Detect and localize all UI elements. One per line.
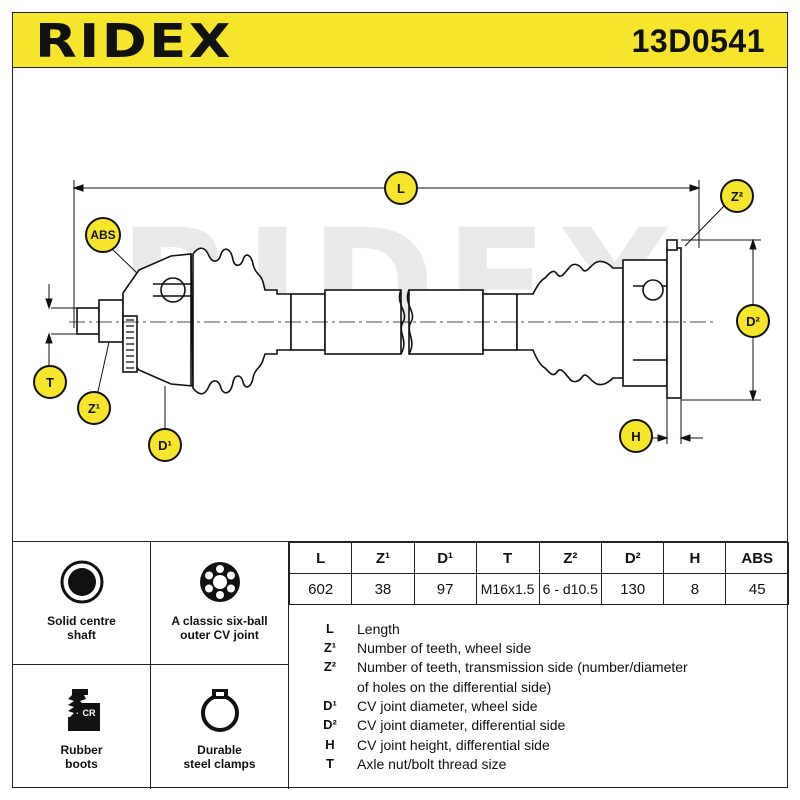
spec-header: D² <box>601 542 665 574</box>
legend: L Length Z¹ Number of teeth, wheel side … <box>289 608 789 789</box>
badge-l-text: L <box>397 180 405 196</box>
dimension-h <box>649 398 703 444</box>
legend-text: Number of teeth, wheel side <box>357 640 532 656</box>
drive-shaft-drawing: RIDEX <box>45 180 761 444</box>
feature-label: steel clamps <box>183 757 256 771</box>
spec-value: 38 <box>351 573 415 605</box>
inner-cv-joint <box>622 239 682 399</box>
feature-label: Rubber <box>60 743 103 757</box>
spec-header: D¹ <box>413 542 477 574</box>
dimension-t <box>45 284 77 368</box>
spec-header: L <box>288 542 353 574</box>
spec-header-row: L Z¹ D¹ T Z² D² H ABS <box>288 542 789 574</box>
header-bar: RIDEX 13D0541 <box>12 12 788 68</box>
feature-label: A classic six-ball <box>171 614 268 628</box>
legend-key: L <box>326 621 334 636</box>
badge-abs: ABS <box>85 217 121 253</box>
feature-label: Solid centre <box>47 614 116 628</box>
badge-z1: Z¹ <box>77 391 111 425</box>
spec-value: M16x1.5 <box>475 573 540 605</box>
badge-h-text: H <box>631 428 641 444</box>
legend-text: CV joint height, differential side <box>357 737 550 753</box>
feature-solid-shaft: Solid centre shaft <box>13 542 151 665</box>
spec-table: L Z¹ D¹ T Z² D² H ABS 602 38 97 M16x1.5 … <box>288 542 789 605</box>
badge-z1-text: Z¹ <box>87 400 101 416</box>
feature-six-ball-joint: A classic six-ball outer CV joint <box>151 542 289 665</box>
spec-header: Z² <box>538 542 603 574</box>
spec-value: 8 <box>663 573 727 605</box>
badge-d2-text: D² <box>746 313 760 329</box>
legend-text: of holes on the differential side) <box>357 679 552 695</box>
spec-value-row: 602 38 97 M16x1.5 6 - d10.5 130 8 45 <box>288 573 789 605</box>
spec-value: 97 <box>413 573 477 605</box>
legend-text: CV joint diameter, wheel side <box>357 698 538 714</box>
feature-label: Durable <box>197 743 242 757</box>
badge-abs-text: ABS <box>90 228 116 242</box>
brand-logo: RIDEX <box>35 14 233 68</box>
steel-clamp-icon <box>200 689 239 732</box>
spec-header: ABS <box>725 542 789 574</box>
solid-shaft-icon <box>60 560 103 604</box>
legend-key: Z¹ <box>323 640 337 655</box>
feature-label: boots <box>65 757 98 771</box>
info-panel: Solid centre shaft A classic six-ball ou… <box>12 541 789 789</box>
spec-value: 602 <box>288 573 353 605</box>
legend-text: Length <box>357 621 400 637</box>
spec-value: 6 - d10.5 <box>538 573 603 605</box>
legend-text: CV joint diameter, differential side <box>357 717 566 733</box>
legend-key: H <box>325 737 335 752</box>
badge-d1: D¹ <box>148 428 182 462</box>
spec-value: 130 <box>601 573 665 605</box>
spec-header: T <box>475 542 540 574</box>
technical-drawing: RIDEX <box>12 68 788 541</box>
legend-text: Number of teeth, transmission side (numb… <box>357 659 688 675</box>
badge-h: H <box>619 419 653 453</box>
rubber-boot-icon: CR <box>67 689 100 731</box>
badge-d1-text: D¹ <box>158 437 172 453</box>
legend-key: T <box>326 756 334 771</box>
spec-header: Z¹ <box>351 542 415 574</box>
badge-l: L <box>384 171 418 205</box>
badge-t: T <box>33 365 67 399</box>
spec-value: 45 <box>725 573 789 605</box>
boot-icon-text: CR <box>82 708 95 718</box>
feature-label: shaft <box>67 628 96 642</box>
feature-steel-clamps: Durable steel clamps <box>151 665 289 789</box>
feature-rubber-boots: CR Rubber boots <box>13 665 151 789</box>
outer-cv-joint <box>76 253 194 387</box>
legend-key: D² <box>323 717 337 732</box>
badge-d2: D² <box>736 304 770 338</box>
six-ball-joint-icon <box>199 562 240 602</box>
legend-key: D¹ <box>323 698 337 713</box>
legend-text: Axle nut/bolt thread size <box>357 756 507 772</box>
spec-header: H <box>663 542 727 574</box>
badge-z2: Z² <box>720 179 754 213</box>
part-number: 13D0541 <box>631 23 765 59</box>
legend-key: Z² <box>323 659 337 674</box>
badge-z2-text: Z² <box>730 188 744 204</box>
feature-label: outer CV joint <box>180 628 259 642</box>
badge-t-text: T <box>46 374 54 390</box>
leader-lines <box>96 204 726 397</box>
